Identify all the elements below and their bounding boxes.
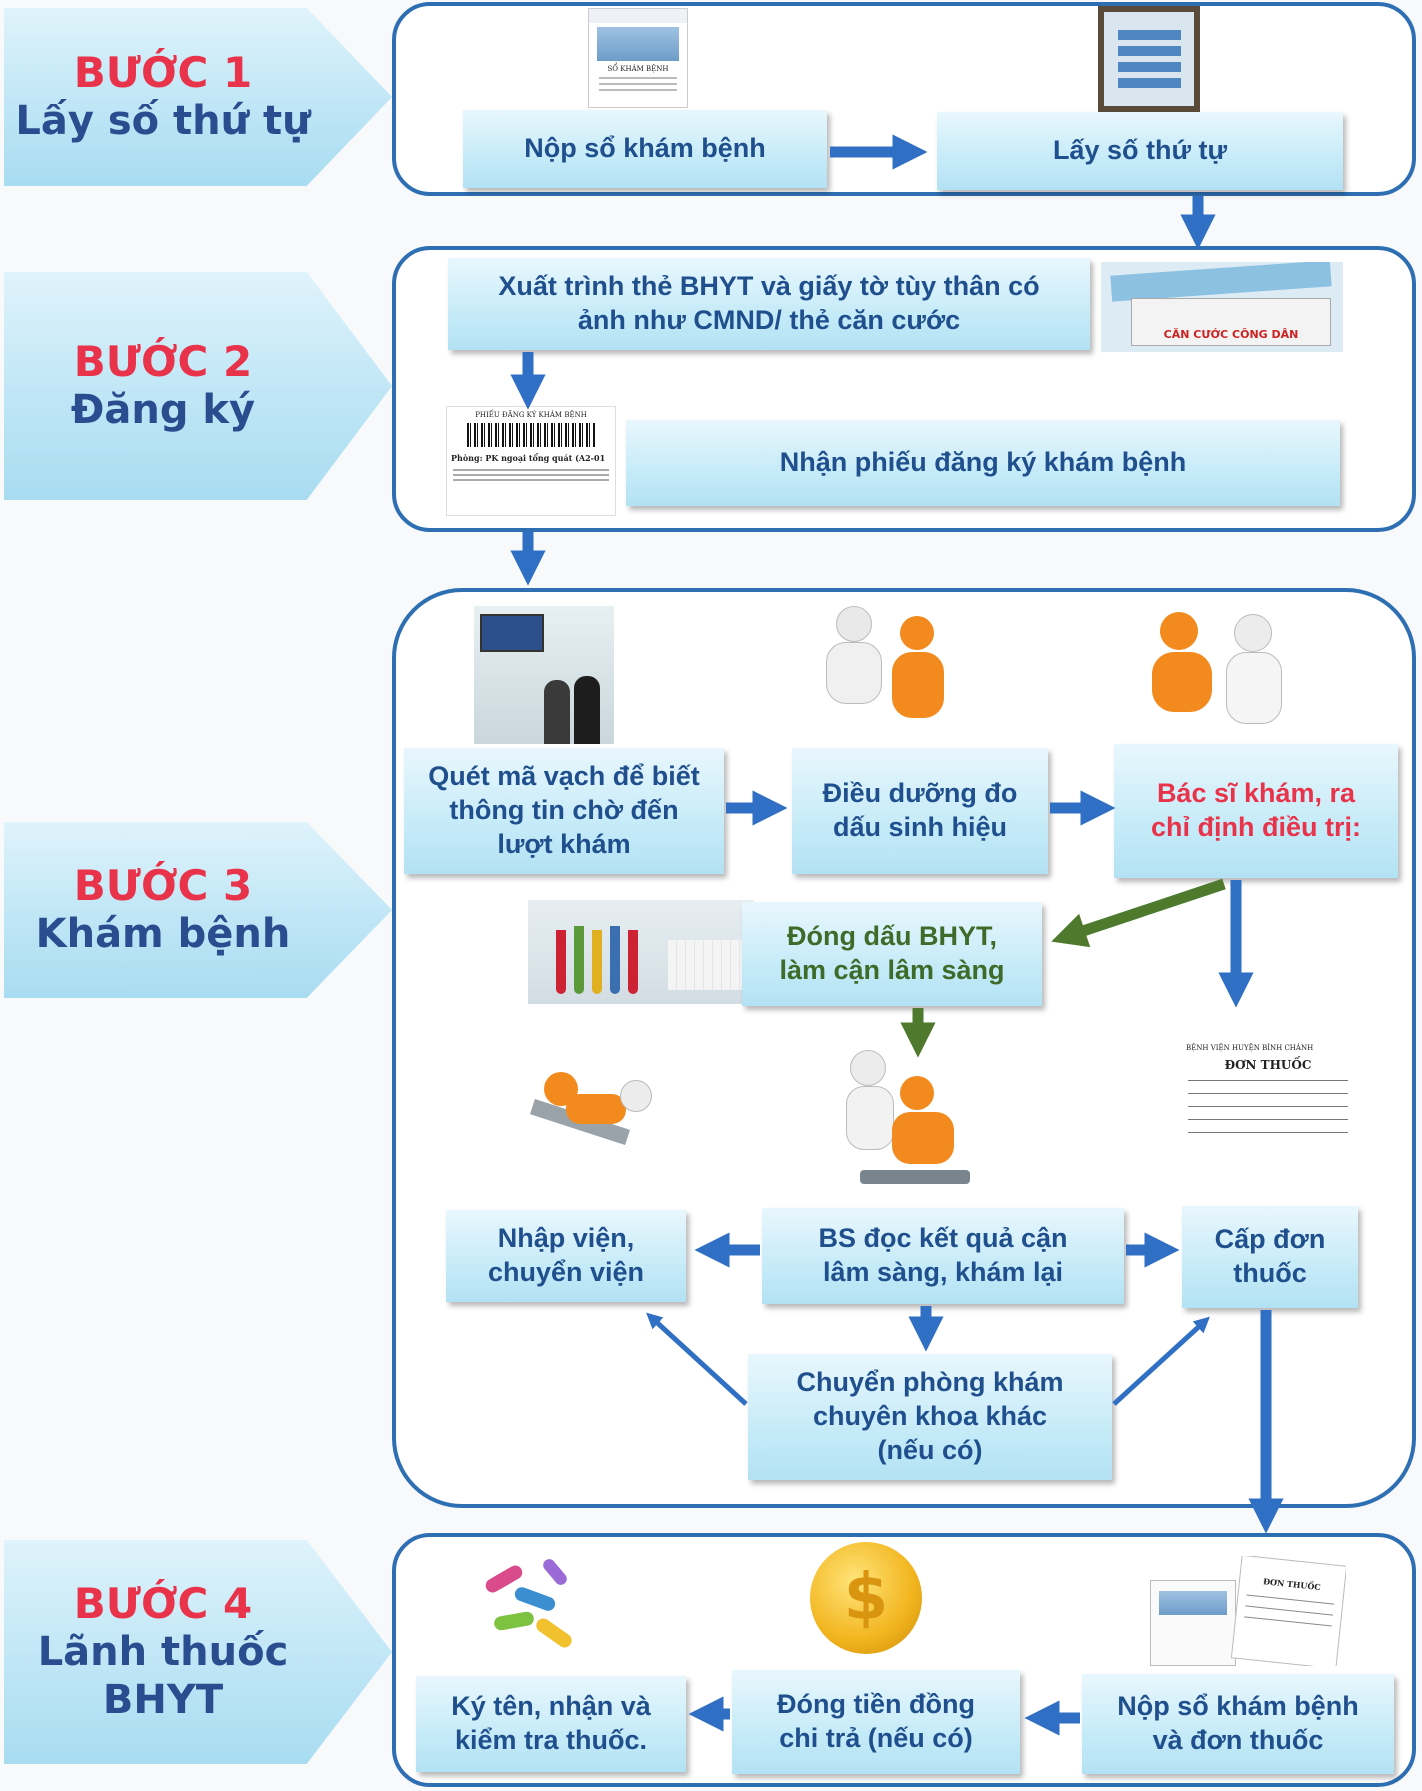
nurse-line1: Điều dưỡng đo: [822, 778, 1018, 809]
scan-line1: Quét mã vạch để biết: [428, 761, 700, 792]
prescribe-line1: Cấp đơn: [1214, 1224, 1326, 1255]
prescription-title: ĐƠN THUỐC: [1224, 1058, 1312, 1072]
doctor-exam-box: Bác sĩ khám, ra chỉ định điều trị:: [1114, 744, 1398, 878]
get-number-text: Lấy số thứ tự: [1052, 135, 1228, 166]
nurse-measuring-figure: [796, 598, 966, 732]
transfer-line3: (nếu có): [877, 1434, 983, 1465]
nurse-vitals-box: Điều dưỡng đo dấu sinh hiệu: [792, 748, 1048, 874]
stamp-line2: làm cận lâm sàng: [779, 955, 1005, 985]
admission-transfer-box: Nhập viện, chuyển viện: [446, 1210, 686, 1302]
scan-barcode-box: Quét mã vạch để biết thông tin chờ đến l…: [404, 748, 724, 874]
doctor-examining-figure: [1140, 606, 1298, 732]
prescription-hospital: BỆNH VIỆN HUYỆN BÌNH CHÁNH: [1186, 1044, 1314, 1052]
book-cover-title: SỔ KHÁM BỆNH: [607, 65, 669, 73]
sign-line2: kiểm tra thuốc.: [454, 1725, 648, 1755]
medicine-pills-image: [474, 1552, 590, 1660]
submit-line1: Nộp sổ khám bệnh: [1117, 1691, 1359, 1722]
step4-number: BƯỚC 4: [73, 1578, 253, 1628]
step4-label-arrow: BƯỚC 4 Lãnh thuốc BHYT: [4, 1540, 392, 1764]
prescribe-line2: thuốc: [1233, 1258, 1307, 1288]
present-card-line2: ảnh như CMND/ thẻ căn cước: [577, 305, 961, 335]
registration-form-title: PHIẾU ĐĂNG KÝ KHÁM BỆNH: [475, 411, 587, 419]
reread-line1: BS đọc kết quả cận: [818, 1223, 1068, 1254]
pay-line2: chi trả (nếu có): [779, 1723, 973, 1753]
submit-line2: và đơn thuốc: [1152, 1725, 1324, 1755]
step2-label-arrow: BƯỚC 2 Đăng ký: [4, 272, 392, 500]
doctor-line1: Bác sĩ khám, ra: [1156, 778, 1356, 809]
admit-line2: chuyển viện: [487, 1257, 645, 1287]
barcode-graphic: [467, 423, 595, 447]
pay-line1: Đóng tiền đồng: [777, 1689, 975, 1720]
stamp-line1: Đóng dấu BHYT,: [787, 921, 997, 952]
step1-name: Lấy số thứ tự: [15, 98, 311, 145]
step3-number: BƯỚC 3: [73, 860, 253, 910]
step2-number: BƯỚC 2: [73, 336, 253, 386]
get-number-box: Lấy số thứ tự: [937, 112, 1343, 190]
receive-form-text: Nhận phiếu đăng ký khám bệnh: [779, 447, 1187, 478]
sign-line1: Ký tên, nhận và: [451, 1691, 651, 1722]
submit-book-box: Nộp sổ khám bệnh: [463, 110, 827, 188]
book-and-prescription-image: ĐƠN THUỐC: [1146, 1556, 1346, 1666]
patient-stretcher-figure: [510, 1050, 664, 1180]
scan-line2: thông tin chờ đến: [449, 795, 679, 826]
waiting-room-photo: [474, 606, 614, 744]
step1-label-arrow: BƯỚC 1 Lấy số thứ tự: [4, 8, 392, 186]
scan-line3: lượt khám: [497, 828, 631, 859]
step4-name-line2: BHYT: [102, 1677, 224, 1724]
admit-line1: Nhập viện,: [497, 1223, 635, 1254]
transfer-line1: Chuyển phòng khám: [796, 1367, 1064, 1398]
receive-form-box: Nhận phiếu đăng ký khám bệnh: [626, 420, 1340, 506]
submit-book-text: Nộp sổ khám bệnh: [524, 133, 766, 164]
registration-form-room: Phòng: PK ngoại tổng quát (A2-01: [451, 453, 606, 463]
present-card-line1: Xuất trình thẻ BHYT và giấy tờ tùy thân …: [498, 271, 1040, 302]
registration-form-image: PHIẾU ĐĂNG KÝ KHÁM BỆNH Phòng: PK ngoại …: [446, 406, 616, 516]
stamp-insurance-box: Đóng dấu BHYT, làm cận lâm sàng: [742, 902, 1042, 1006]
kiosk-screen-image: [1098, 6, 1200, 112]
prescription-paper-image: BỆNH VIỆN HUYỆN BÌNH CHÁNH ĐƠN THUỐC: [1180, 1040, 1356, 1188]
reread-results-box: BS đọc kết quả cận lâm sàng, khám lại: [762, 1208, 1124, 1304]
transfer-line2: chuyên khoa khác: [812, 1401, 1048, 1432]
step3-name: Khám bệnh: [35, 911, 291, 958]
step3-label-arrow: BƯỚC 3 Khám bệnh: [4, 822, 392, 998]
prescribe-box: Cấp đơn thuốc: [1182, 1206, 1358, 1308]
reread-line2: lâm sàng, khám lại: [822, 1257, 1064, 1287]
submit-book-prescription-box: Nộp sổ khám bệnh và đơn thuốc: [1082, 1674, 1394, 1774]
step2-name: Đăng ký: [70, 387, 256, 434]
dollar-sign-icon: $: [843, 1561, 889, 1635]
nurse-line2: dấu sinh hiệu: [832, 812, 1007, 842]
insurance-id-card-image: CĂN CƯỚC CÔNG DÂN: [1101, 262, 1343, 352]
sign-receive-box: Ký tên, nhận và kiểm tra thuốc.: [416, 1676, 686, 1772]
doctor-patient-chair-figure: [840, 1040, 978, 1200]
lab-tubes-photo: [528, 900, 754, 1004]
present-card-box: Xuất trình thẻ BHYT và giấy tờ tùy thân …: [448, 258, 1090, 350]
gold-coin-image: $: [800, 1540, 936, 1658]
step4-name-line1: Lãnh thuốc: [37, 1629, 289, 1676]
step4-prescription-title: ĐƠN THUỐC: [1262, 1576, 1322, 1593]
medical-book-image: SỔ KHÁM BỆNH: [588, 8, 688, 108]
transfer-specialty-box: Chuyển phòng khám chuyên khoa khác (nếu …: [748, 1354, 1112, 1480]
id-card-title: CĂN CƯỚC CÔNG DÂN: [1163, 328, 1299, 341]
doctor-line2: chỉ định điều trị:: [1151, 812, 1361, 842]
step1-number: BƯỚC 1: [73, 47, 253, 97]
payment-box: Đóng tiền đồng chi trả (nếu có): [732, 1670, 1020, 1774]
